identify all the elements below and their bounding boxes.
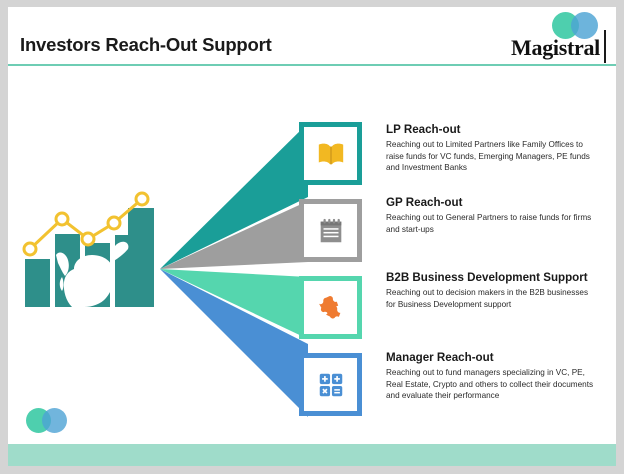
brand-rule [604, 30, 606, 63]
content-block-manager-reach-out: Manager Reach-out Reaching out to fund m… [386, 351, 598, 402]
slide-canvas: Investors Reach-Out Support Magistral [8, 7, 616, 466]
content-block-b2b-business-development: B2B Business Development Support Reachin… [386, 271, 598, 310]
content-block-gp-reach-out: GP Reach-out Reaching out to General Par… [386, 196, 598, 235]
wedge-gp [160, 201, 308, 269]
footer-circle-blue [42, 408, 67, 433]
heading-lp-reach-out: LP Reach-out [386, 123, 461, 136]
heading-b2b-business-development: B2B Business Development Support [386, 271, 588, 284]
brand-wordmark: Magistral [511, 35, 600, 60]
notepad-icon [320, 218, 341, 242]
heading-gp-reach-out: GP Reach-out [386, 196, 463, 209]
chart-bar-5 [128, 208, 154, 307]
two-overlapping-circles-icon [552, 12, 598, 39]
icon-box-manager-reach-out[interactable] [299, 353, 362, 416]
slide-header: Investors Reach-Out Support [8, 7, 616, 64]
trend-marker [106, 215, 122, 231]
funnel-wedges [148, 107, 363, 422]
footer-bar [8, 444, 616, 466]
bull-market-bar-chart-illustration [16, 177, 166, 307]
icon-box-lp-reach-out[interactable] [299, 122, 362, 185]
funnel-svg [160, 123, 308, 417]
calculator-icon [319, 373, 342, 396]
chart-bar-1 [25, 259, 50, 307]
page-title: Investors Reach-Out Support [20, 34, 272, 55]
header-divider [8, 64, 616, 66]
content-block-lp-reach-out: LP Reach-out Reaching out to Limited Par… [386, 123, 598, 174]
open-book-icon [318, 143, 343, 164]
wedge-manager [160, 269, 308, 417]
trend-marker [134, 191, 150, 207]
trend-marker [80, 231, 96, 247]
body-b2b-business-development: Reaching out to decision makers in the B… [386, 288, 589, 309]
icon-box-gp-reach-out[interactable] [299, 199, 362, 262]
body-lp-reach-out: Reaching out to Limited Partners like Fa… [386, 140, 590, 173]
body-manager-reach-out: Reaching out to fund managers specializi… [386, 368, 594, 401]
footer-brand-mark [26, 408, 68, 433]
trend-marker [22, 241, 38, 257]
wedge-b2b [160, 269, 308, 339]
body-gp-reach-out: Reaching out to General Partners to rais… [386, 213, 592, 234]
trend-marker [54, 211, 70, 227]
bull-silhouette [56, 241, 129, 307]
puzzle-piece-icon [318, 295, 340, 318]
illustration-svg [22, 191, 154, 307]
heading-manager-reach-out: Manager Reach-out [386, 351, 494, 364]
brand-circle-blue [571, 12, 598, 39]
icon-box-b2b-business-development[interactable] [299, 276, 362, 339]
wedge-lp [160, 123, 308, 269]
brand-logo: Magistral [480, 9, 612, 63]
